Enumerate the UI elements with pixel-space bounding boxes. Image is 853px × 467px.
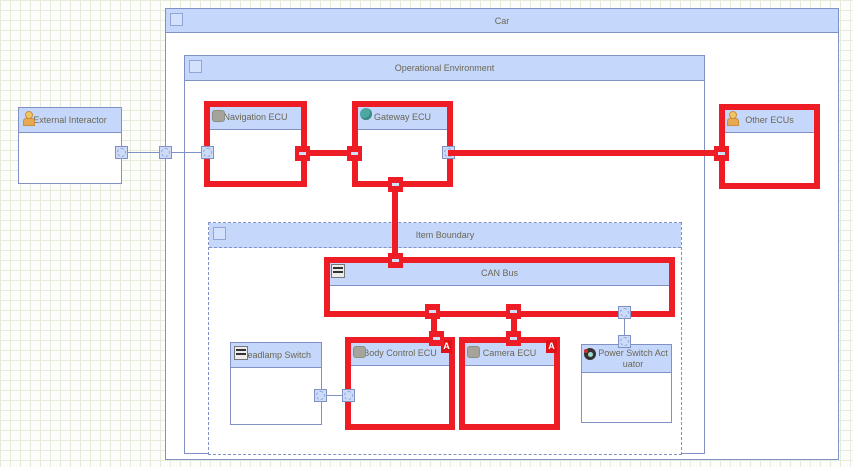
port-other-ecus-left[interactable] [714,146,729,161]
body-control-ecu-label: Body Control ECU [363,347,437,358]
port-can-bus-bottom-left[interactable] [425,304,440,319]
operational-environment-header[interactable]: Operational Environment [185,56,704,81]
item-boundary-title: Item Boundary [415,230,475,240]
collapse-toggle[interactable] [170,13,183,26]
bus-icon [331,264,345,278]
port-car-boundary-left[interactable] [159,146,172,159]
camera-ecu-header[interactable]: Camera ECU [463,341,556,366]
actuator-icon [584,348,596,360]
block-gateway-ecu[interactable]: Gateway ECU [352,101,453,187]
wire-can-bus-to-power-switch-actuator[interactable] [624,312,625,342]
navigation-ecu-header[interactable]: Navigation ECU [208,105,303,130]
person-icon [22,111,35,126]
network-icon [360,108,372,120]
port-camera-ecu-top[interactable] [506,331,521,346]
port-body-control-ecu-left[interactable] [342,389,355,402]
item-boundary-header[interactable]: Item Boundary [209,223,681,248]
collapse-toggle[interactable] [189,60,202,73]
wire-gateway-ecu-to-other-ecus[interactable] [448,150,722,156]
other-ecus-header[interactable]: Other ECUs [723,108,816,133]
block-external-interactor[interactable]: External Interactor [18,107,122,184]
port-gateway-ecu-bottom[interactable] [388,177,403,192]
ecu-chip-icon [467,346,480,358]
wire-gateway-ecu-to-can-bus[interactable] [392,184,398,261]
block-camera-ecu[interactable]: Camera ECU A [459,337,560,430]
block-body-control-ecu[interactable]: Body Control ECU A [345,337,455,430]
collapse-toggle[interactable] [213,227,226,240]
wire-can-bus-to-camera-ecu[interactable] [511,312,517,339]
ecu-chip-icon [353,346,366,358]
car-title: Car [494,15,510,26]
block-power-switch-actuator[interactable]: Power Switch Actuator [581,344,672,423]
power-switch-actuator-label: Power Switch Actuator [598,348,668,369]
port-navigation-ecu-left[interactable] [201,146,214,159]
gateway-ecu-header[interactable]: Gateway ECU [356,105,449,130]
car-header[interactable]: Car [166,9,838,33]
port-body-control-ecu-top[interactable] [429,331,444,346]
port-can-bus-bottom-right[interactable] [618,306,631,319]
ecu-chip-icon [212,110,225,122]
other-ecus-label: Other ECUs [745,114,794,125]
wire-navigation-ecu-to-gateway-ecu[interactable] [302,150,355,156]
can-bus-label: CAN Bus [480,267,518,278]
camera-ecu-label: Camera ECU [482,347,537,358]
port-can-bus-bottom-middle[interactable] [506,304,521,319]
port-power-switch-actuator-top[interactable] [618,335,631,348]
port-navigation-ecu-right[interactable] [295,146,310,161]
switch-icon [234,346,248,360]
navigation-ecu-label: Navigation ECU [223,111,288,122]
wire-can-bus-to-body-control-ecu[interactable] [431,312,437,339]
person-icon [726,111,739,126]
port-gateway-ecu-left[interactable] [347,146,362,161]
can-bus-header[interactable]: CAN Bus [328,261,671,286]
block-headlamp-switch[interactable]: Headlamp Switch [230,342,322,425]
port-headlamp-switch-right[interactable] [314,389,327,402]
headlamp-switch-header[interactable]: Headlamp Switch [231,343,321,368]
headlamp-switch-label: Headlamp Switch [240,349,312,360]
wire-headlamp-switch-to-body-control-ecu[interactable] [320,395,348,396]
port-external-interactor-right[interactable] [115,146,128,159]
block-other-ecus[interactable]: Other ECUs [719,104,820,189]
operational-environment-title: Operational Environment [394,63,495,73]
gateway-ecu-label: Gateway ECU [373,111,432,122]
external-interactor-label: External Interactor [33,114,107,125]
annotation-badge: A [546,340,557,353]
annotation-badge: A [441,340,452,353]
port-can-bus-top[interactable] [388,253,403,268]
block-navigation-ecu[interactable]: Navigation ECU [204,101,307,187]
power-switch-actuator-header[interactable]: Power Switch Actuator [582,345,671,373]
external-interactor-header[interactable]: External Interactor [19,108,121,133]
